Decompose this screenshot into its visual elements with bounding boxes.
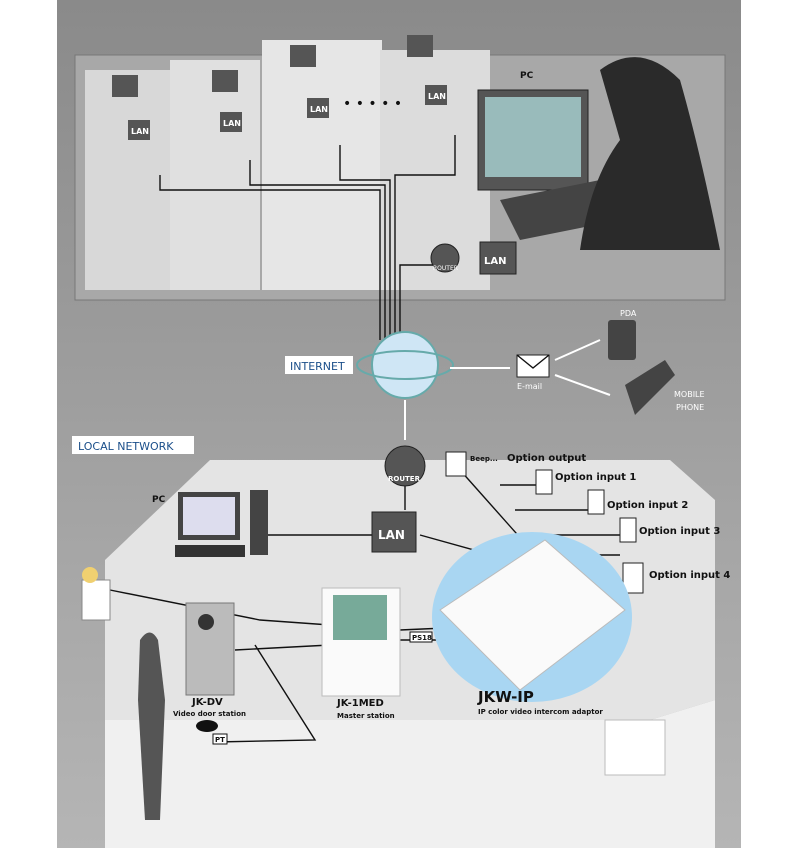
router-label: ROUTER [433,265,458,272]
pc-label: PC [152,495,166,505]
option-input-1-label: Option input 1 [555,472,636,483]
lan-label: LAN [484,256,506,267]
speaker-icon [445,451,467,477]
lan-label: LAN [428,92,446,101]
beep-label: Beep... [470,455,498,463]
adaptor-model: JKW-IP [477,688,534,706]
button-icon [619,517,637,543]
email-label: E-mail [517,382,542,391]
lan-label: LAN [310,105,328,114]
lan-label: LAN [131,127,149,136]
option-input-2-label: Option input 2 [607,500,688,511]
email-icon [516,354,550,378]
option-input-4-label: Option input 4 [649,570,730,581]
router-label: ROUTER [388,475,421,483]
key-icon [196,720,218,732]
visitor-silhouette [138,632,165,820]
option-input-3-label: Option input 3 [639,526,720,537]
operator-silhouette [580,57,720,251]
option-output-label: Option output [507,453,586,464]
button-icon [535,469,553,495]
operator-pc [477,57,720,251]
ps18-label: PS18 [412,634,432,642]
pda-icon [608,320,636,360]
adaptor-desc: IP color video intercom adaptor [478,708,603,716]
ellipsis: • • • • • [343,96,402,112]
jkw-ip-adaptor [439,539,626,691]
mobile-label: MOBILE [674,390,705,399]
local-network-label: LOCAL NETWORK [78,440,174,453]
door-station-desc: Video door station [173,710,246,718]
mobile-label: PHONE [676,403,704,412]
local-pc [175,490,268,557]
mobile-phone-icon [625,360,675,415]
local-network-area: LOCAL NETWORK ROUTER LAN PC Beep... Opti… [72,436,730,848]
button-icon [587,489,605,515]
door-station-model: JK-DV [191,697,223,708]
master-station-model: JK-1MED [336,698,384,709]
light-icon [81,579,111,621]
master-station-desc: Master station [337,712,395,720]
pt-label: PT [215,736,225,744]
sensor-icon [622,562,644,594]
internet-area: INTERNET E-mail PDA MOBILE PHONE [285,309,705,440]
pc-label: PC [520,71,534,81]
remote-site-area: LAN LAN LAN LAN • • • • • ROUTER LAN PC [74,35,726,340]
internet-label: INTERNET [290,360,345,373]
lan-label: LAN [378,528,405,542]
lan-label: LAN [223,119,241,128]
pda-label: PDA [620,309,637,318]
globe-icon [371,331,439,399]
